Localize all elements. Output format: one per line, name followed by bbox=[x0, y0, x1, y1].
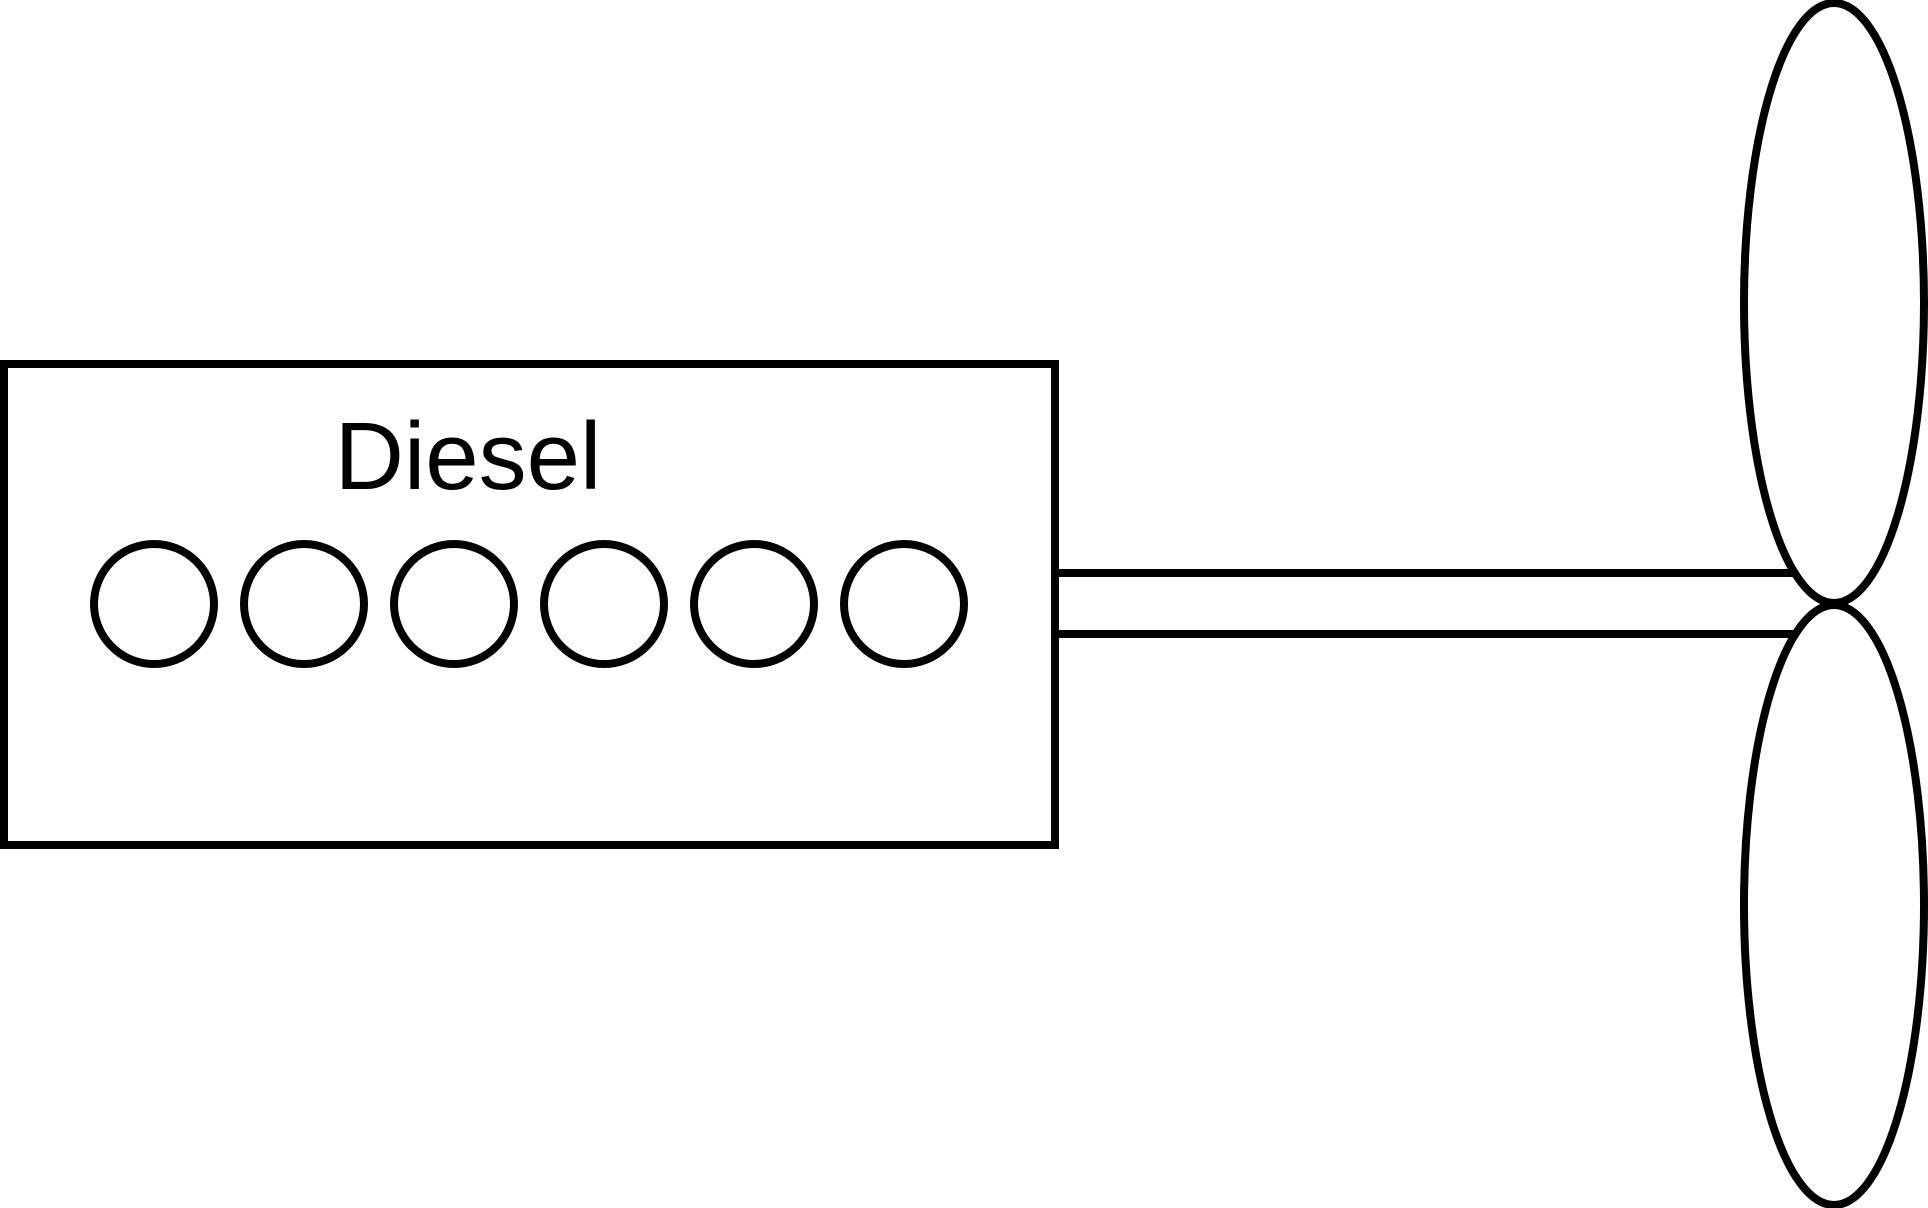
cylinder-row bbox=[90, 540, 968, 668]
propeller-blade-bottom bbox=[1740, 601, 1928, 1208]
cylinder-6 bbox=[840, 540, 968, 668]
cylinder-4 bbox=[540, 540, 668, 668]
cylinder-5 bbox=[690, 540, 818, 668]
drive-shaft bbox=[1051, 569, 1795, 638]
propeller bbox=[1740, 0, 1928, 1208]
engine-label: Diesel bbox=[335, 403, 602, 510]
cylinder-3 bbox=[390, 540, 518, 668]
cylinder-2 bbox=[240, 540, 368, 668]
propeller-blade-top bbox=[1740, 0, 1928, 607]
cylinder-1 bbox=[90, 540, 218, 668]
